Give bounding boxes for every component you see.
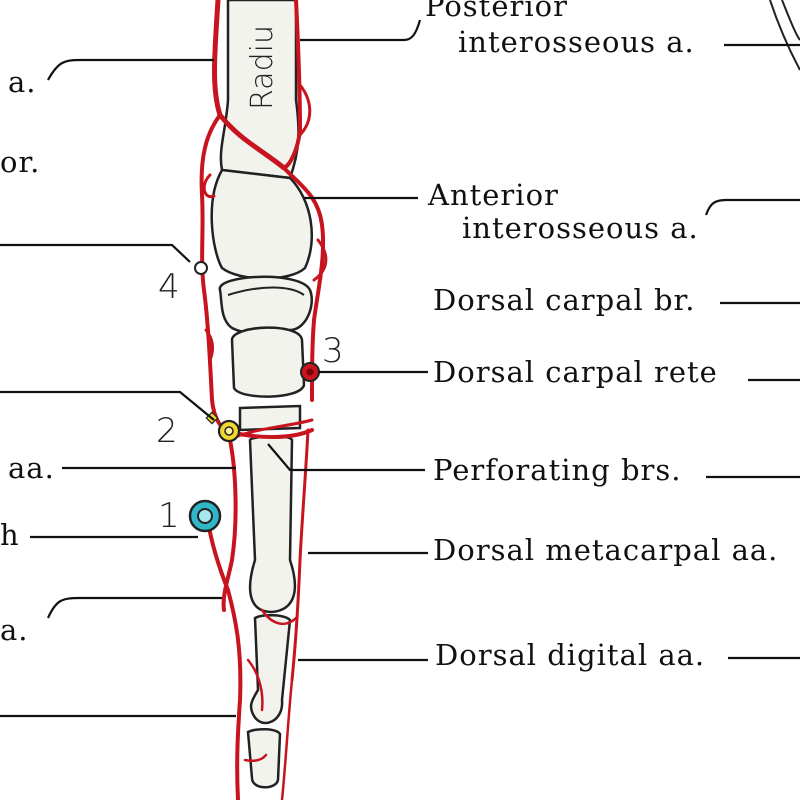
radius-label: Radiu <box>245 25 280 110</box>
label-posterior-line1: Posterior <box>425 0 568 23</box>
label-dorsal-carpal-rete: Dorsal carpal rete <box>433 355 718 389</box>
label-left-top-a: a. <box>8 65 37 99</box>
marker-4-number: 4 <box>158 267 180 307</box>
marker-3-number: 3 <box>322 331 344 371</box>
label-left-lower-a: a. <box>0 613 29 647</box>
label-anterior-line1: Anterior <box>427 178 559 212</box>
right-labels: Posterior interosseous a. Anterior inter… <box>425 0 778 672</box>
distal-radius-head <box>210 168 314 280</box>
label-perforating-brs: Perforating brs. <box>433 453 682 487</box>
marker-2: 2 <box>156 411 241 451</box>
carpal-bone-distal <box>238 404 302 432</box>
label-posterior-line2: interosseous a. <box>458 25 695 59</box>
metacarpal-bone <box>248 435 297 614</box>
arteries <box>199 0 328 800</box>
label-anterior-line2: interosseous a. <box>462 211 699 245</box>
label-left-br: or. <box>0 145 40 179</box>
left-leaders <box>0 58 236 718</box>
marker-3: 3 <box>300 331 344 382</box>
carpal-bone-proximal <box>218 275 313 335</box>
marker-2-number: 2 <box>156 411 178 451</box>
label-left-h: h <box>0 518 20 552</box>
label-dorsal-carpal-br: Dorsal carpal br. <box>433 283 695 317</box>
label-dorsal-digital: Dorsal digital aa. <box>435 638 705 672</box>
marker-4: 4 <box>158 261 208 307</box>
left-labels: a. or. aa. h a. <box>0 65 55 647</box>
label-dorsal-metacarpal: Dorsal metacarpal aa. <box>433 533 778 567</box>
marker-1-number: 1 <box>158 496 180 536</box>
right-leaders <box>267 19 800 662</box>
carpal-bone-middle <box>230 326 306 398</box>
label-left-aa: aa. <box>8 451 55 485</box>
marker-1: 1 <box>158 496 222 536</box>
proximal-phalanx <box>249 614 292 725</box>
right-edge-structure <box>769 0 800 71</box>
